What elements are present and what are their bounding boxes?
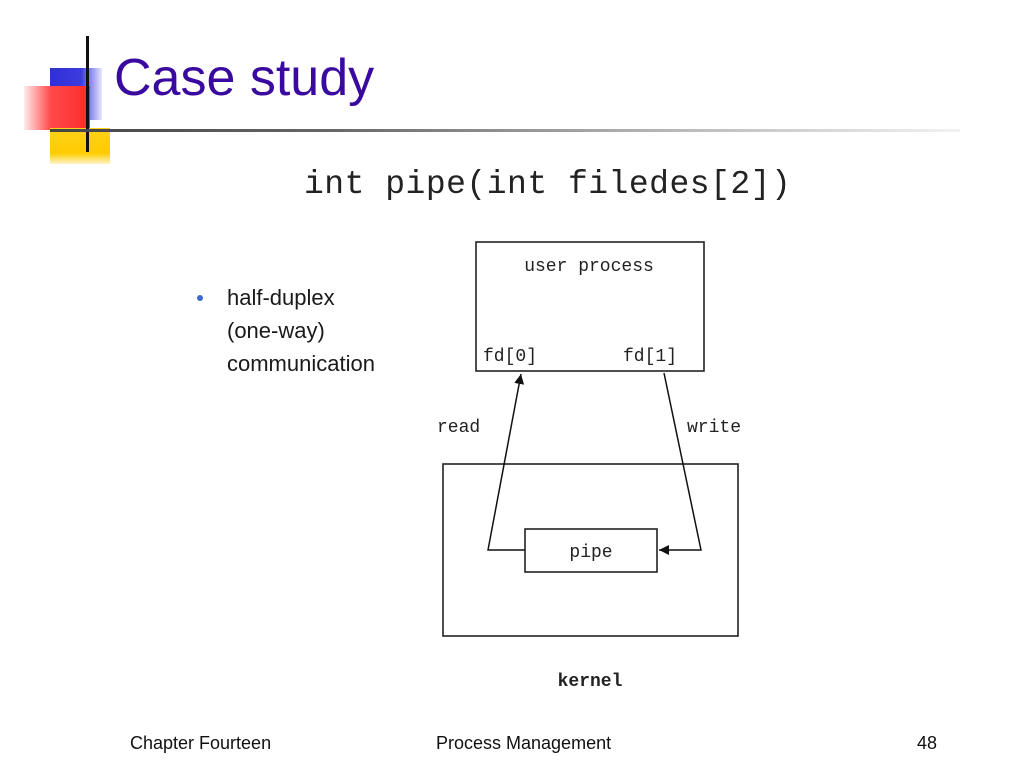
- slide-title: Case study: [114, 49, 375, 107]
- footer-chapter: Chapter Fourteen: [130, 733, 272, 753]
- pipe-signature: int pipe(int filedes[2]): [304, 166, 792, 203]
- kernel-label: kernel: [558, 672, 623, 692]
- bullet-line-3: communication: [227, 351, 375, 376]
- bullet-line-2: (one-way): [227, 318, 325, 343]
- title-underline: [50, 129, 960, 132]
- decor-vertical-line: [86, 36, 89, 152]
- pipe-label: pipe: [569, 543, 612, 563]
- page-number: 48: [917, 733, 938, 753]
- bullet-dot-icon: [197, 295, 203, 301]
- decor-red-block: [24, 86, 90, 130]
- decor-yellow-block: [50, 128, 110, 164]
- read-arrow: [487, 373, 525, 551]
- fd1-label: fd[1]: [623, 347, 677, 367]
- fd0-label: fd[0]: [483, 347, 537, 367]
- pipe-box: [524, 528, 658, 573]
- read-label: read: [437, 418, 480, 438]
- footer-topic: Process Management: [436, 733, 612, 753]
- write-label: write: [687, 418, 741, 438]
- user-process-label: user process: [524, 257, 654, 277]
- user-process-box: [475, 241, 705, 372]
- bullet-line-1: half-duplex: [227, 285, 335, 310]
- write-arrow: [659, 372, 702, 555]
- bullet-text: half-duplex (one-way) communication: [227, 281, 427, 380]
